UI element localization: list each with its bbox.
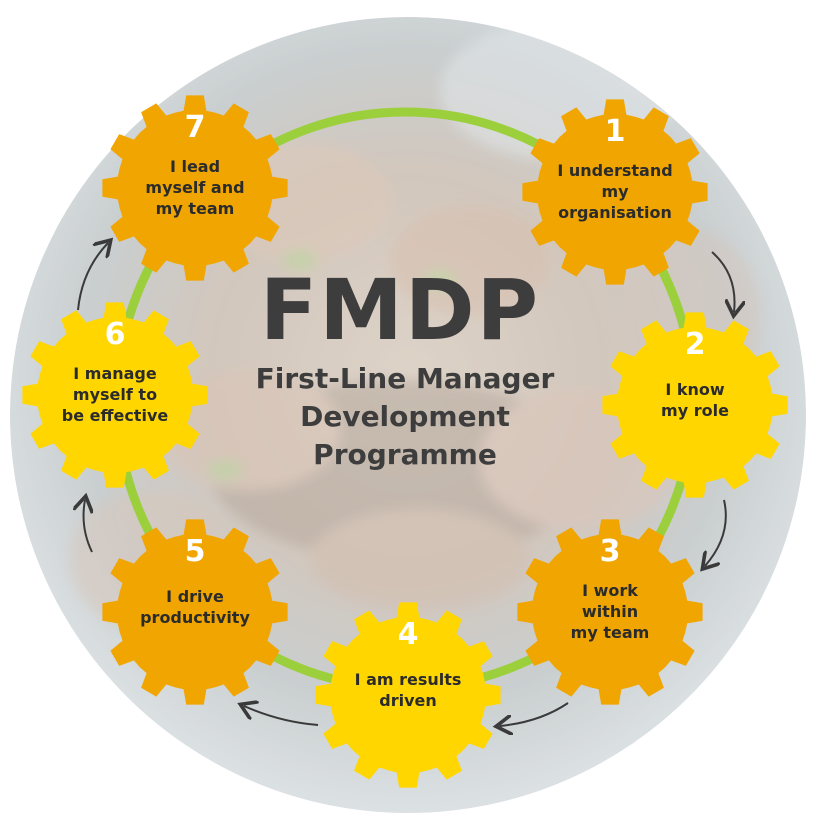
arrow-3-to-4 (500, 702, 569, 726)
gear-label-line: myself and (145, 178, 245, 197)
gear-step-2 (602, 312, 788, 498)
gear-number-4: 4 (397, 617, 419, 652)
gear-label-3: I work within my team (535, 580, 685, 643)
arrow-1-to-2 (711, 251, 735, 312)
gear-label-line: I understand (557, 161, 673, 180)
subtitle-line: Programme (313, 438, 497, 471)
diagram-subtitle: First-Line Manager Development Programme (215, 360, 595, 474)
gear-step-5 (102, 519, 288, 705)
gears-layer (22, 95, 788, 788)
gear-label-line: organisation (558, 203, 672, 222)
gear-label-7: I lead myself and my team (120, 156, 270, 219)
cycle-arrows (78, 243, 735, 726)
gear-label-line: I lead (169, 157, 221, 176)
gear-label-line: I work (582, 581, 638, 600)
gear-label-line: within (581, 602, 639, 621)
gear-step-6 (22, 302, 208, 488)
gear-label-line: I manage (73, 364, 157, 383)
gear-label-line: be effective (61, 406, 169, 425)
gear-label-line: driven (379, 691, 437, 710)
gear-step-7 (102, 95, 288, 281)
gear-label-line: my team (570, 623, 650, 642)
gear-label-line: I drive (166, 587, 224, 606)
gear-number-7: 7 (184, 110, 206, 145)
arrow-5-to-6 (84, 500, 92, 553)
gear-label-5: I drive productivity (120, 586, 270, 628)
gear-label-line: I know (665, 380, 725, 399)
gear-number-6: 6 (104, 317, 126, 352)
gear-label-6: I manage myself to be effective (40, 363, 190, 426)
diagram-title: FMDP (259, 261, 541, 359)
gear-number-2: 2 (684, 327, 706, 362)
gear-step-3 (517, 519, 703, 705)
gear-label-line: my role (661, 401, 729, 420)
gear-label-1: I understand my organisation (540, 160, 690, 223)
gear-label-line: myself to (72, 385, 158, 404)
gear-label-4: I am results driven (333, 669, 483, 711)
gear-label-2: I know my role (620, 379, 770, 421)
gear-step-1 (522, 99, 708, 285)
gear-label-line: my (601, 182, 629, 201)
arrow-6-to-7 (77, 243, 108, 311)
subtitle-line: Development (300, 400, 510, 433)
gear-label-line: my team (155, 199, 235, 218)
gear-number-5: 5 (184, 534, 206, 569)
gear-step-4 (315, 602, 501, 788)
arrow-4-to-5 (244, 706, 319, 726)
gear-label-line: productivity (140, 608, 250, 627)
arrow-2-to-3 (705, 499, 727, 566)
gear-label-line: I am results (354, 670, 462, 689)
gear-number-1: 1 (604, 114, 626, 149)
gear-number-3: 3 (599, 534, 621, 569)
subtitle-line: First-Line Manager (255, 362, 555, 395)
